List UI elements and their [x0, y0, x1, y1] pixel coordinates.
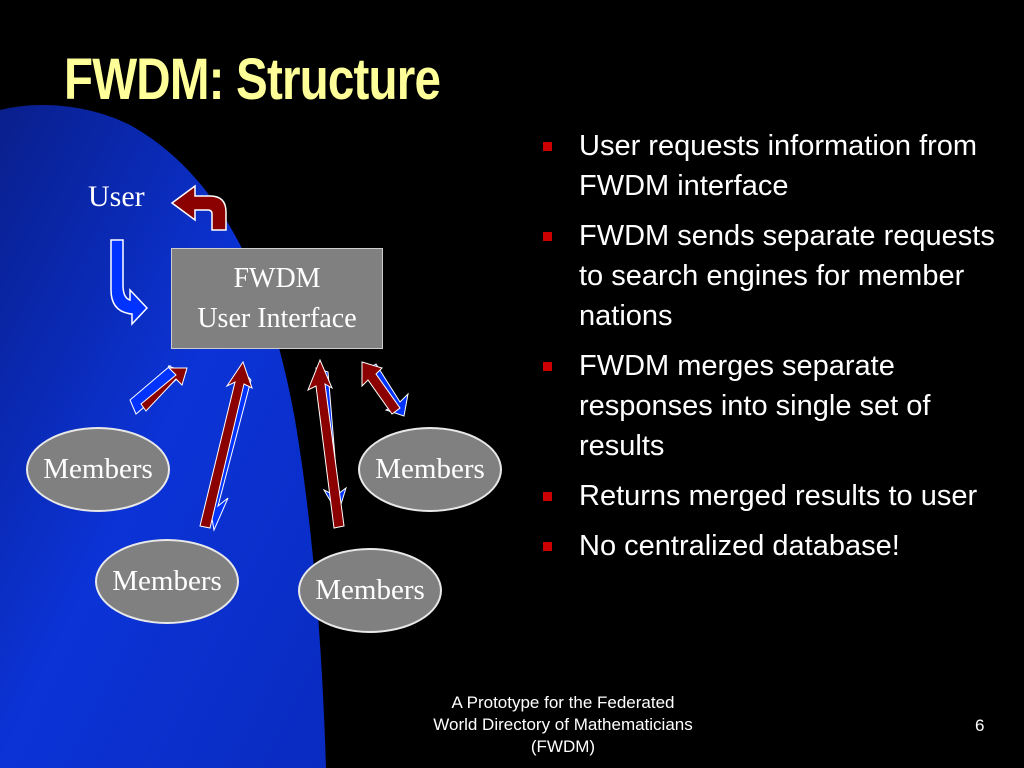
- members-node-4: Members: [298, 548, 442, 633]
- members-3-arrow: [199, 360, 253, 532]
- bullet-text: FWDM merges separate responses into sing…: [579, 350, 931, 462]
- bullet-text: No centralized database!: [579, 530, 900, 562]
- footer-line-2: World Directory of Mathematicians: [433, 715, 693, 734]
- bullet-text: User requests information from FWDM inte…: [579, 130, 978, 202]
- footer-line-1: A Prototype for the Federated: [451, 693, 675, 712]
- bullet-text: Returns merged results to user: [579, 480, 978, 512]
- bullet-square-icon: [543, 362, 552, 371]
- members-node-1: Members: [26, 427, 170, 512]
- slide-footer: A Prototype for the Federated World Dire…: [402, 692, 724, 758]
- members-node-2: Members: [358, 427, 502, 512]
- bullet-item: No centralized database!: [541, 526, 1011, 566]
- user-to-interface-arrow: [110, 239, 149, 326]
- fwdm-interface-line-1: FWDM: [233, 262, 321, 294]
- user-label: User: [88, 180, 145, 213]
- bullet-list: User requests information from FWDM inte…: [541, 126, 1011, 576]
- page-number: 6: [975, 716, 985, 735]
- slide-title: FWDM: Structure: [64, 47, 441, 112]
- fwdm-interface-box: FWDM User Interface: [171, 248, 383, 349]
- bullet-text: FWDM sends separate requests to search e…: [579, 220, 995, 332]
- bullet-square-icon: [543, 232, 552, 241]
- fwdm-interface-line-2: User Interface: [197, 302, 357, 334]
- bullet-square-icon: [543, 492, 552, 501]
- members-node-3: Members: [95, 539, 239, 624]
- bullet-square-icon: [543, 542, 552, 551]
- footer-line-3: (FWDM): [530, 737, 596, 756]
- bullet-item: FWDM sends separate requests to search e…: [541, 216, 1011, 336]
- members-2-arrow: [361, 361, 409, 417]
- return-to-user-arrow: [170, 184, 227, 231]
- members-4-arrow: [307, 358, 347, 529]
- members-1-arrow: [129, 365, 188, 415]
- bullet-item: User requests information from FWDM inte…: [541, 126, 1011, 206]
- bullet-item: Returns merged results to user: [541, 476, 1011, 516]
- bullet-item: FWDM merges separate responses into sing…: [541, 346, 1011, 466]
- bullet-square-icon: [543, 142, 552, 151]
